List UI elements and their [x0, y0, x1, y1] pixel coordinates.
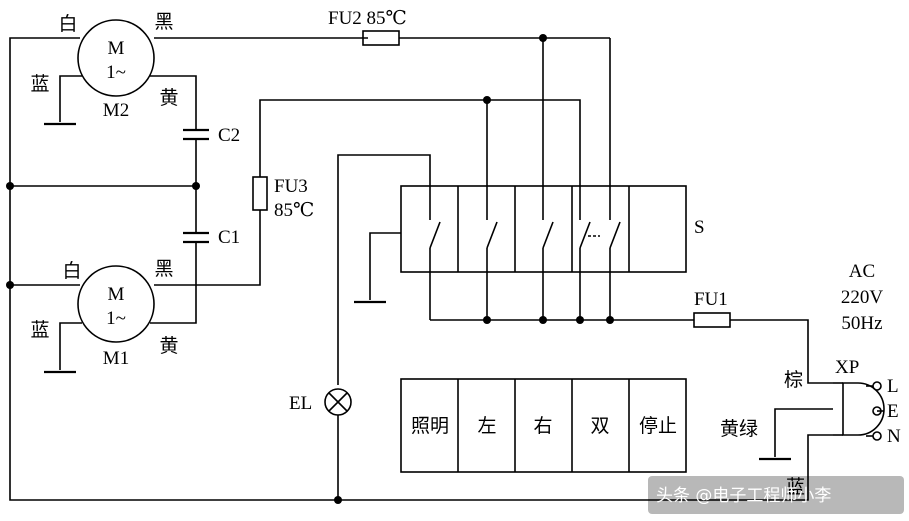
motor-m1-white-label: 白	[62, 260, 81, 282]
yellow-green-label: 黄绿	[720, 418, 758, 440]
contact-left-blade	[486, 221, 498, 249]
plug-body	[842, 382, 885, 436]
junction	[6, 281, 14, 289]
motor-m1-letter: M	[108, 284, 125, 305]
contact-lighting-blade	[429, 221, 441, 249]
contact-right-blade	[542, 221, 554, 249]
lamp-cross	[328, 392, 348, 412]
motor-m2-name: M2	[103, 100, 129, 121]
junction	[6, 182, 14, 190]
brown-label: 棕	[784, 369, 803, 391]
motor-m1-phase: 1~	[106, 308, 126, 329]
motor-m2-circle	[77, 19, 155, 97]
terminal-n	[872, 431, 882, 441]
wire-yellow-m1	[150, 242, 197, 324]
junction	[539, 34, 547, 42]
plug-xp: AC 220V 50Hz XP 棕 L E N	[784, 261, 901, 447]
capacitor-c1-label: C1	[218, 227, 240, 248]
fuse-fu1	[693, 312, 731, 328]
wire-earth	[774, 408, 833, 457]
button-stop: 停止	[639, 415, 677, 437]
motor-m2-white-label: 白	[58, 13, 77, 35]
motor-m2-letter: M	[108, 38, 125, 59]
switch-s: S	[400, 185, 705, 320]
wire-brown	[730, 319, 833, 384]
motor-m2-phase: 1~	[106, 62, 126, 83]
blue-label: 蓝	[786, 476, 805, 498]
button-panel-frame	[400, 378, 687, 473]
fuse-fu2-label: FU2 85℃	[328, 8, 407, 29]
wire-lamp	[337, 154, 431, 385]
wire-blue-m1	[59, 322, 82, 370]
terminal-e-label: E	[887, 401, 899, 422]
motor-m1-yellow-label: 黄	[159, 335, 178, 357]
motor-m1: M 1~ M1 白 黑 蓝 黄	[30, 258, 178, 369]
junction	[576, 316, 584, 324]
fuse-fu2	[362, 30, 400, 46]
wire-yellow-m2	[150, 75, 197, 130]
switch-label: S	[694, 217, 705, 238]
lamp-el: EL	[289, 388, 352, 416]
fuse-fu3-label: FU3	[274, 176, 308, 197]
motor-m2-black-label: 黑	[154, 11, 173, 33]
fuse-fu1-label: FU1	[694, 289, 728, 310]
motor-m2-yellow-label: 黄	[159, 87, 178, 109]
motor-m2: M 1~ M2 白 黑 蓝 黄	[30, 11, 178, 121]
watermark-bg	[648, 476, 904, 514]
motor-m1-circle	[77, 265, 155, 343]
button-panel: 照明 左 右 双 停止	[400, 378, 687, 473]
watermark: 头条 @电子工程师小李	[656, 486, 831, 506]
button-right: 右	[533, 415, 552, 437]
power-frequency: 50Hz	[841, 313, 882, 334]
capacitor-c2-label: C2	[218, 125, 240, 146]
wire-black-m1	[154, 233, 261, 286]
fuse-fu3-temp: 85℃	[274, 200, 314, 221]
wire-white-m2	[9, 37, 335, 501]
wire-switch-ground	[369, 232, 401, 300]
motor-m1-name: M1	[103, 348, 129, 369]
terminal-n-label: N	[887, 426, 901, 447]
terminal-e	[872, 406, 882, 416]
motor-m1-blue-label: 蓝	[30, 319, 49, 341]
contact-double-blade	[579, 221, 591, 249]
wire-blue-m2	[59, 75, 82, 122]
plug-label: XP	[835, 357, 859, 378]
button-lighting: 照明	[411, 415, 449, 437]
junction	[539, 316, 547, 324]
button-double: 双	[590, 415, 609, 437]
terminal-l	[872, 381, 882, 391]
contact-double-blade	[609, 221, 621, 249]
power-voltage: 220V	[841, 287, 884, 308]
junction	[192, 182, 200, 190]
wire-fu3	[259, 99, 487, 177]
fuse-fu3	[252, 176, 268, 211]
wire-neutral	[338, 434, 833, 501]
motor-m1-black-label: 黑	[154, 258, 173, 280]
lamp-label: EL	[289, 393, 312, 414]
junction	[483, 316, 491, 324]
button-left: 左	[477, 415, 496, 437]
terminal-l-label: L	[887, 376, 899, 397]
motor-m2-blue-label: 蓝	[30, 73, 49, 95]
power-type: AC	[849, 261, 875, 282]
wire-bus-double-left	[487, 99, 581, 186]
junction	[606, 316, 614, 324]
